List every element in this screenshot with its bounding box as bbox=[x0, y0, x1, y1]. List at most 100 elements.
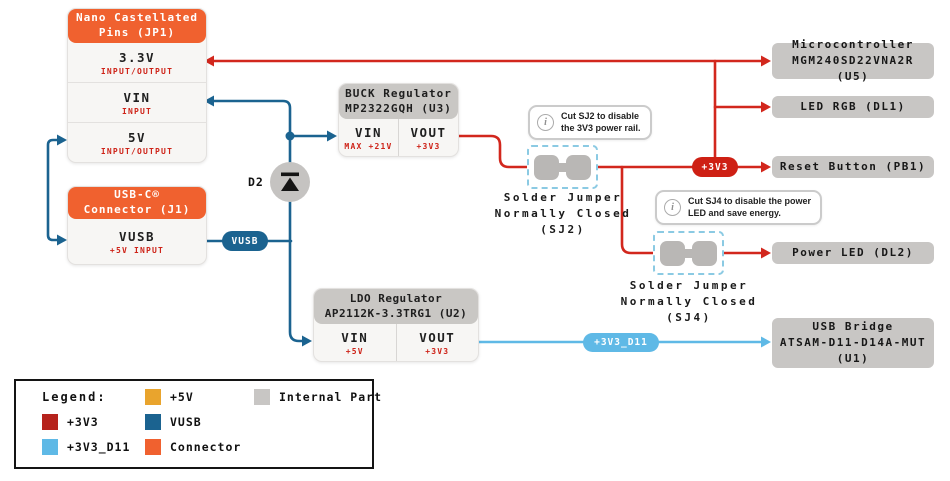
pin-3v3-name: 3.3V bbox=[118, 49, 156, 65]
arrow-into-buck-vin bbox=[327, 130, 337, 142]
usb-bridge-line1: USB Bridge bbox=[812, 320, 894, 334]
sj2-bridge bbox=[557, 162, 568, 172]
3v3-net-badge: +3V3 bbox=[692, 157, 738, 177]
wire-buck-vout-sj2 bbox=[455, 134, 769, 169]
buck-vin-name: VIN bbox=[354, 124, 383, 140]
ldo-vout-cell: VOUT +3V3 bbox=[395, 324, 479, 361]
sj2-pad-right bbox=[566, 154, 591, 180]
legend-label-3v3-d11: +3V3_D11 bbox=[67, 440, 131, 454]
usb-bridge-box: USB Bridge ATSAM-D11-D14A-MUT (U1) bbox=[772, 318, 934, 368]
legend-box: Legend: +5V Internal Part +3V3 VUSB +3V3… bbox=[14, 379, 381, 469]
pin-vusb-name: VUSB bbox=[118, 228, 156, 244]
legend-item-3v3: +3V3 bbox=[42, 414, 99, 430]
legend-label-vusb: VUSB bbox=[170, 415, 202, 429]
legend-item-connector: Connector bbox=[145, 439, 241, 455]
pin-vusb-detail: +5V INPUT bbox=[109, 245, 165, 255]
legend-item-5v: +5V bbox=[145, 389, 194, 405]
info-icon: i bbox=[664, 199, 681, 217]
diode-d2-icon bbox=[270, 162, 310, 202]
ldo-vin-name: VIN bbox=[341, 329, 369, 345]
pin-vin-name: VIN bbox=[123, 89, 151, 105]
ldo-regulator-box: LDO Regulator AP2112K-3.3TRG1 (U2) VIN +… bbox=[313, 288, 479, 362]
legend-swatch-vusb bbox=[145, 414, 161, 430]
pin-5v: 5V INPUT/OUTPUT bbox=[68, 122, 206, 162]
usb-bridge-line3: (U1) bbox=[836, 351, 870, 365]
led-rgb-box: LED RGB (DL1) bbox=[772, 96, 934, 118]
pin-3v3-detail: INPUT/OUTPUT bbox=[100, 66, 174, 76]
legend-swatch-3v3-d11 bbox=[42, 439, 58, 455]
note-sj4: i Cut SJ4 to disable the power LED and s… bbox=[655, 190, 823, 226]
arrow-into-ldo-vin bbox=[302, 335, 312, 347]
solder-jumper-sj4 bbox=[653, 231, 724, 275]
legend-item-3v3-d11: +3V3_D11 bbox=[42, 439, 130, 455]
legend-item-internal-part: Internal Part bbox=[254, 389, 382, 405]
ldo-header: LDO Regulator AP2112K-3.3TRG1 (U2) bbox=[314, 289, 478, 324]
ldo-vout-detail: +3V3 bbox=[425, 346, 450, 356]
power-led-label: Power LED (DL2) bbox=[792, 246, 914, 260]
arrow-into-vin-pin bbox=[204, 95, 214, 107]
buck-vout-detail: +3V3 bbox=[416, 141, 441, 151]
nano-pins-header: Nano Castellated Pins (JP1) bbox=[68, 9, 206, 43]
diode-d2-label: D2 bbox=[248, 175, 264, 189]
arrow-into-5v bbox=[57, 134, 67, 146]
buck-vin-detail: MAX +21V bbox=[344, 141, 393, 151]
legend-swatch-5v bbox=[145, 389, 161, 405]
ldo-title-line1: LDO Regulator bbox=[349, 291, 443, 305]
led-rgb-label: LED RGB (DL1) bbox=[800, 100, 906, 114]
usb-bridge-line2: ATSAM-D11-D14A-MUT bbox=[779, 336, 927, 350]
arrow-into-reset bbox=[761, 161, 771, 173]
ldo-vin-cell: VIN +5V bbox=[314, 324, 396, 361]
legend-title: Legend: bbox=[42, 390, 107, 404]
legend-label-internal-part: Internal Part bbox=[279, 390, 383, 404]
nano-pins-title-line2: Pins (JP1) bbox=[98, 26, 176, 39]
legend-label-3v3: +3V3 bbox=[67, 415, 99, 429]
legend-swatch-internal-part bbox=[254, 389, 270, 405]
arrow-into-mcu bbox=[761, 55, 771, 67]
legend-label-connector: Connector bbox=[170, 440, 242, 454]
sj4-label: Solder Jumper Normally Closed (SJ4) bbox=[620, 279, 758, 324]
info-icon: i bbox=[537, 114, 554, 132]
usb-c-title-line1: USB-C® bbox=[114, 188, 160, 202]
usb-c-connector-box: USB-C® Connector (J1) VUSB +5V INPUT bbox=[67, 186, 207, 265]
buck-title-line1: BUCK Regulator bbox=[345, 86, 452, 100]
usb-c-header: USB-C® Connector (J1) bbox=[68, 187, 206, 219]
buck-vin-cell: VIN MAX +21V bbox=[339, 119, 398, 156]
buck-title-line2: MP2322GQH (U3) bbox=[345, 101, 452, 115]
note-sj4-text: Cut SJ4 to disable the power LED and sav… bbox=[688, 196, 812, 218]
solder-jumper-sj2 bbox=[527, 145, 598, 189]
mcu-line1: Microcontroller bbox=[792, 38, 914, 52]
buck-vout-name: VOUT bbox=[410, 124, 447, 140]
wire-vin-rail bbox=[205, 99, 310, 343]
wire-sj4-power-led bbox=[620, 165, 769, 255]
reset-button-label: Reset Button (PB1) bbox=[779, 160, 927, 174]
reset-button-box: Reset Button (PB1) bbox=[772, 156, 934, 178]
sj2-label: Solder Jumper Normally Closed (SJ2) bbox=[494, 191, 632, 236]
microcontroller-box: Microcontroller MGM240SD22VNA2R (U5) bbox=[772, 38, 934, 83]
nano-pins-title-line1: Nano Castellated bbox=[76, 11, 198, 25]
power-led-box: Power LED (DL2) bbox=[772, 242, 934, 264]
pin-vin: VIN INPUT bbox=[68, 82, 206, 122]
arrow-into-3v3-pin bbox=[204, 55, 214, 67]
mcu-line2: MGM240SD22VNA2R (U5) bbox=[792, 54, 914, 83]
sj4-pad-right bbox=[692, 240, 717, 266]
junction-dot bbox=[285, 131, 295, 141]
3v3-d11-net-badge: +3V3_D11 bbox=[583, 333, 659, 352]
wire-5v-vusb-bracket bbox=[46, 138, 66, 242]
pin-vin-detail: INPUT bbox=[121, 106, 153, 116]
legend-item-vusb: VUSB bbox=[145, 414, 202, 430]
sj4-bridge bbox=[683, 248, 694, 258]
buck-vout-cell: VOUT +3V3 bbox=[398, 119, 458, 156]
buck-regulator-box: BUCK Regulator MP2322GQH (U3) VIN MAX +2… bbox=[338, 83, 459, 157]
buck-header: BUCK Regulator MP2322GQH (U3) bbox=[339, 84, 458, 119]
legend-swatch-3v3 bbox=[42, 414, 58, 430]
legend-swatch-connector bbox=[145, 439, 161, 455]
arrow-into-usb-bridge bbox=[761, 336, 771, 348]
sj2-pad-left bbox=[534, 154, 559, 180]
ldo-vin-detail: +5V bbox=[345, 346, 364, 356]
vusb-net-badge: VUSB bbox=[222, 231, 268, 251]
note-sj2: i Cut SJ2 to disable the 3V3 power rail. bbox=[528, 105, 652, 141]
arrow-into-vusb-pin bbox=[57, 234, 67, 246]
arrow-into-power-led bbox=[761, 247, 771, 259]
pin-5v-detail: INPUT/OUTPUT bbox=[100, 146, 174, 156]
